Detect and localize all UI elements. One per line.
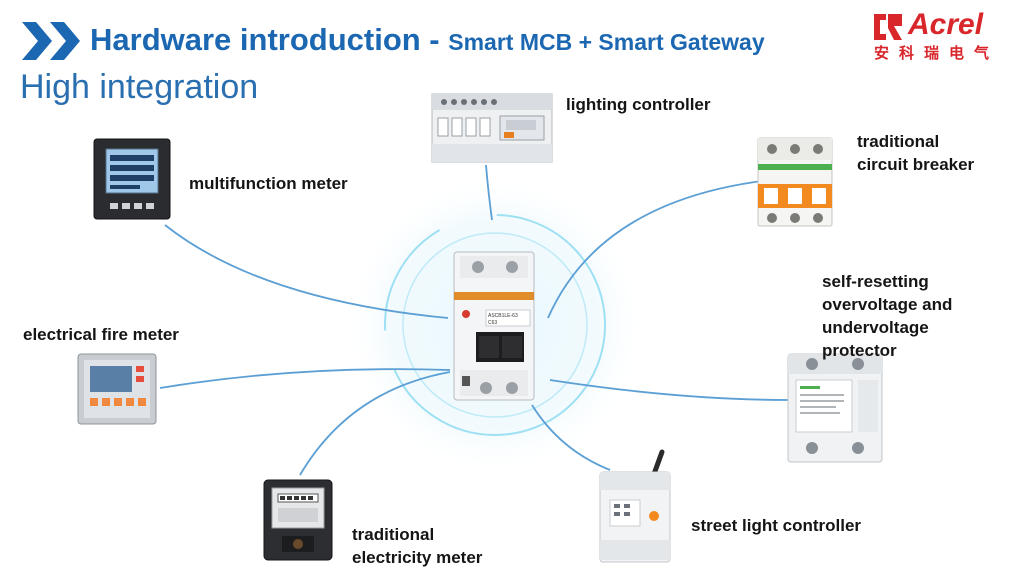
label-line: self-resetting (822, 272, 929, 291)
line-street-light (531, 404, 611, 471)
label-line: overvoltage and (822, 295, 953, 314)
label-street-light-controller: street light controller (691, 516, 862, 535)
label-line: traditional (352, 525, 435, 544)
logo-wordmark: Acrel (908, 8, 984, 41)
line-protector (549, 379, 791, 401)
line-multifunction-meter (164, 224, 449, 319)
electricity-meter-device (263, 479, 333, 561)
mcb-rating-label: C63 (488, 320, 497, 326)
label-line: undervoltage (822, 318, 929, 337)
mcb-model-label: ASCB1LE-63 (488, 313, 518, 319)
label-line: circuit breaker (857, 155, 975, 174)
line-fire-meter (159, 368, 451, 389)
label-line: protector (822, 341, 897, 360)
title-suffix: Smart MCB + Smart Gateway (448, 29, 765, 55)
label-line: traditional (857, 132, 940, 151)
label-electrical-fire-meter: electrical fire meter (23, 325, 179, 344)
street-light-controller-device (599, 449, 671, 563)
logo-chinese-name: 安科瑞电气 (874, 45, 1000, 62)
label-voltage-protector: self-resetting overvoltage and undervolt… (822, 270, 952, 362)
circuit-breaker-device (757, 137, 833, 227)
electrical-fire-meter-device (77, 353, 157, 425)
center-ring-inner (402, 232, 588, 418)
acrel-logo: Acrel 安科瑞电气 (868, 8, 1008, 62)
voltage-protector-device (787, 353, 883, 463)
acrel-mark-icon (874, 14, 902, 40)
title-main: Hardware introduction - (90, 22, 449, 57)
label-traditional-electricity-meter: traditional electricity meter (352, 523, 482, 569)
label-lighting-controller: lighting controller (566, 95, 711, 114)
page-subtitle: High integration (20, 68, 259, 106)
line-lighting-controller (485, 164, 493, 221)
page-title: Hardware introduction - Smart MCB + Smar… (90, 22, 765, 58)
lighting-controller-device (431, 93, 553, 163)
label-line: electricity meter (352, 548, 483, 567)
smart-mcb-device: ASCB1LE-63 C63 (453, 251, 535, 401)
label-traditional-circuit-breaker: traditional circuit breaker (857, 130, 974, 176)
label-multifunction-meter: multifunction meter (189, 174, 348, 193)
chevron-arrows-icon (22, 22, 80, 60)
line-circuit-breaker (547, 179, 771, 319)
line-electricity-meter (299, 371, 451, 476)
center-ring-outer (384, 214, 606, 436)
multifunction-meter-device (93, 138, 171, 220)
